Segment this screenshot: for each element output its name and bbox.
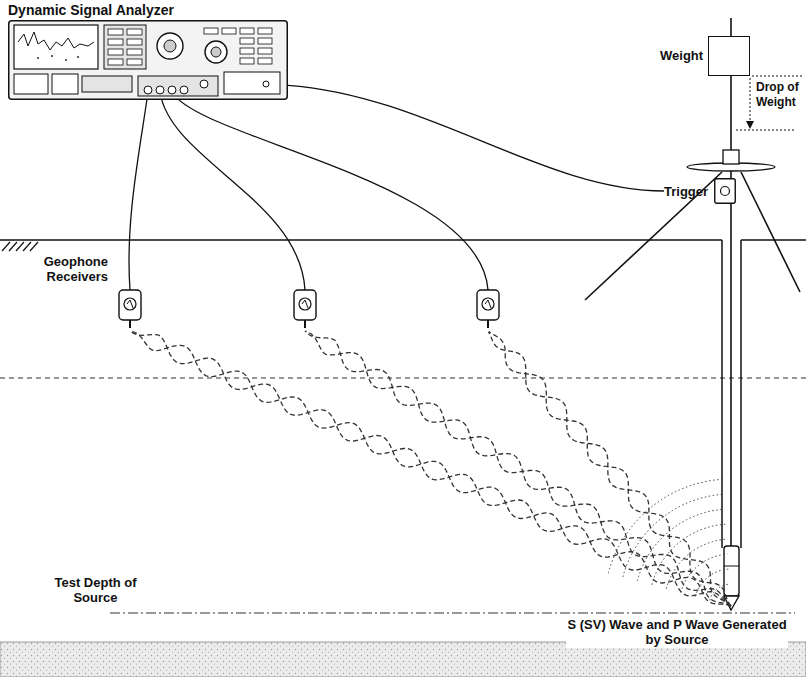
seismic-ray <box>131 331 731 606</box>
geophone-sensor <box>127 300 133 308</box>
geophone-sensor <box>302 300 308 308</box>
source-probe <box>724 566 739 567</box>
drop-marker <box>752 76 802 77</box>
geophone-group <box>119 290 499 328</box>
geophone-sensor <box>482 298 494 310</box>
geophone-body <box>119 290 141 320</box>
annotation-label: S (SV) Wave and P Wave Generated by Sour… <box>566 616 788 648</box>
annotation-label: Drop of Weight <box>756 80 804 110</box>
analyzer-device <box>8 20 288 100</box>
signal-cable <box>288 85 664 191</box>
ground-hatch <box>2 242 38 251</box>
trigger-switch <box>714 178 736 204</box>
geophone-spike <box>487 320 489 328</box>
geophone-spike <box>304 320 306 328</box>
ground-line <box>0 239 722 241</box>
signal-cable <box>288 85 664 191</box>
drop-arrow <box>746 121 754 129</box>
wavefront <box>623 494 723 577</box>
drop-weight <box>708 36 750 76</box>
geophone-spike <box>129 320 131 328</box>
test-depth-line <box>110 613 795 614</box>
anvil-collar <box>723 150 739 164</box>
wavefront <box>710 584 730 600</box>
geophone-sensor <box>485 300 491 308</box>
seismic-ray <box>131 331 731 606</box>
geophone-body <box>477 290 499 320</box>
wavefront <box>681 554 728 592</box>
annotation-label: Geophone Receivers <box>4 254 108 284</box>
borehole-casing <box>740 240 742 548</box>
trigger-node: Trigger <box>664 178 736 204</box>
seismic-ray <box>305 331 731 606</box>
seismic-ray <box>489 332 731 606</box>
wavefront <box>608 479 729 600</box>
source-probe <box>724 546 739 596</box>
drop-arrow <box>750 78 751 122</box>
analyzer-holder <box>8 20 288 100</box>
seismic-ray <box>305 331 731 606</box>
drop-marker <box>736 130 795 131</box>
wavefront <box>608 479 722 573</box>
seismic-ray <box>489 332 732 606</box>
trigger-holder <box>714 178 736 204</box>
tripod-leg <box>741 172 800 292</box>
wavefront <box>695 569 728 596</box>
geophone-sensor <box>124 298 136 310</box>
node-label: Weight <box>660 48 703 63</box>
weight-node: Weight <box>660 36 750 76</box>
drive-rod <box>730 18 732 548</box>
wavefront <box>652 524 726 585</box>
borehole-casing <box>721 240 723 548</box>
node-label: Trigger <box>664 184 708 199</box>
seismic-ray <box>131 332 731 606</box>
layer-boundary <box>0 378 806 379</box>
annotation-label: Test Depth of Source <box>38 575 153 605</box>
geophone-sensor <box>299 298 311 310</box>
wavefront <box>666 539 726 589</box>
geophone-body <box>294 290 316 320</box>
analyzer-node: Dynamic Signal Analyzer <box>8 2 288 100</box>
wavefront <box>637 509 724 581</box>
node-label: Dynamic Signal Analyzer <box>8 2 288 18</box>
